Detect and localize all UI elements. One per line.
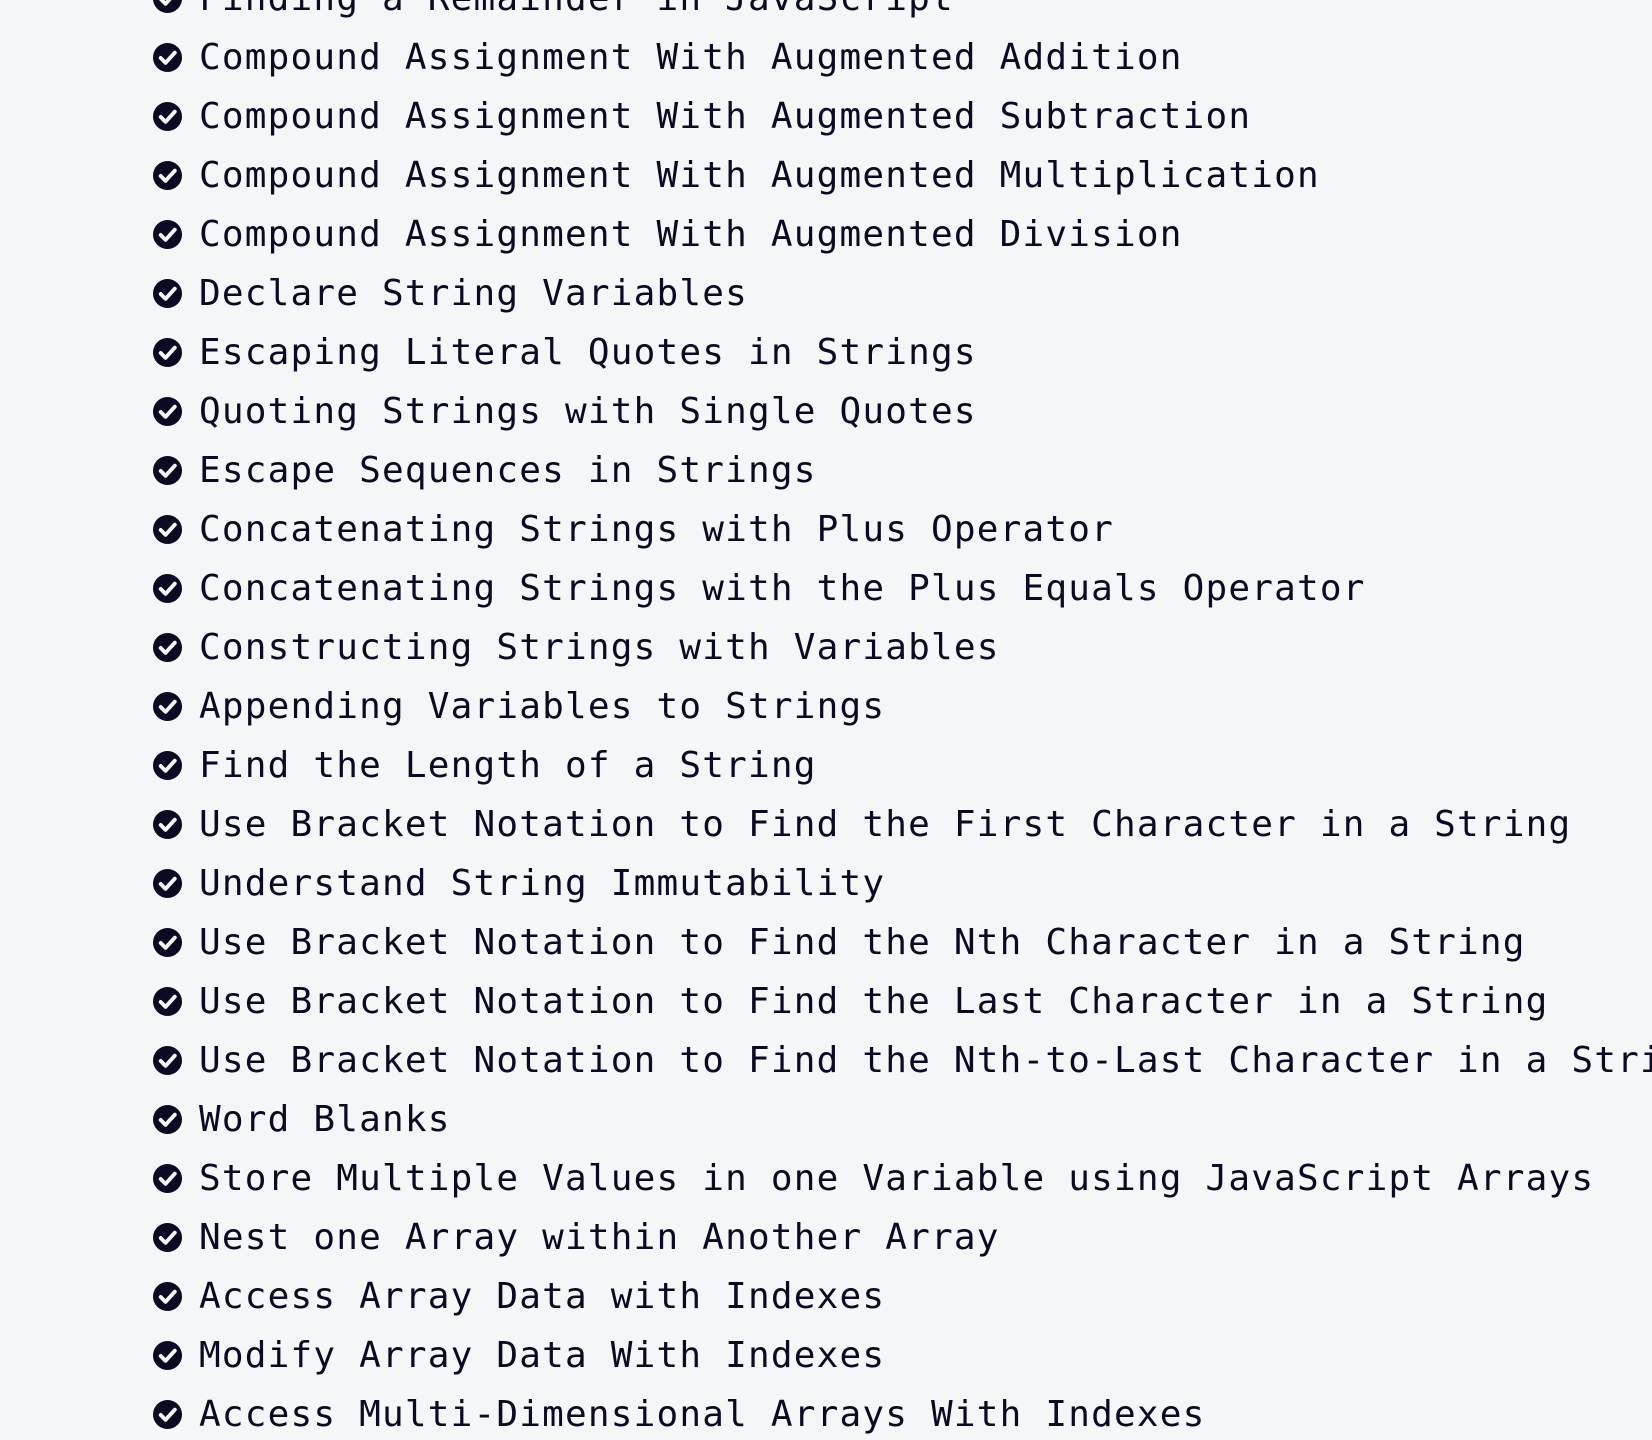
challenge-link[interactable]: Modify Array Data With Indexes	[199, 1335, 886, 1376]
challenge-item[interactable]: Escape Sequences in Strings	[150, 441, 1652, 500]
check-circle-icon	[150, 1221, 184, 1255]
challenge-item[interactable]: Understand String Immutability	[150, 854, 1652, 913]
challenge-item[interactable]: Use Bracket Notation to Find the Nth-to-…	[150, 1031, 1652, 1090]
challenge-link[interactable]: Store Multiple Values in one Variable us…	[199, 1158, 1595, 1199]
challenge-link[interactable]: Constructing Strings with Variables	[199, 627, 1000, 668]
check-circle-icon	[150, 277, 184, 311]
challenge-item[interactable]: Store Multiple Values in one Variable us…	[150, 1149, 1652, 1208]
challenge-link[interactable]: Compound Assignment With Augmented Multi…	[199, 155, 1320, 196]
check-circle-icon	[150, 808, 184, 842]
challenge-item[interactable]: Finding a Remainder in JavaScript	[150, 0, 1652, 28]
challenge-link[interactable]: Concatenating Strings with Plus Operator	[199, 509, 1114, 550]
check-circle-icon	[150, 1103, 184, 1137]
check-circle-icon	[150, 690, 184, 724]
challenge-item[interactable]: Nest one Array within Another Array	[150, 1208, 1652, 1267]
challenge-link[interactable]: Find the Length of a String	[199, 745, 817, 786]
challenge-item[interactable]: Concatenating Strings with Plus Operator	[150, 500, 1652, 559]
challenge-item[interactable]: Constructing Strings with Variables	[150, 618, 1652, 677]
challenge-link[interactable]: Finding a Remainder in JavaScript	[199, 0, 954, 28]
check-circle-icon	[150, 1162, 184, 1196]
challenge-item[interactable]: Concatenating Strings with the Plus Equa…	[150, 559, 1652, 618]
check-circle-icon	[150, 572, 184, 606]
challenge-link[interactable]: Quoting Strings with Single Quotes	[199, 391, 977, 432]
check-circle-icon	[150, 218, 184, 252]
challenge-link[interactable]: Use Bracket Notation to Find the Nth Cha…	[199, 922, 1526, 963]
check-circle-icon	[150, 513, 184, 547]
challenge-link[interactable]: Word Blanks	[199, 1099, 451, 1140]
challenge-item[interactable]: Modify Array Data With Indexes	[150, 1326, 1652, 1385]
challenge-item[interactable]: Appending Variables to Strings	[150, 677, 1652, 736]
challenge-link[interactable]: Access Multi-Dimensional Arrays With Ind…	[199, 1394, 1206, 1435]
check-circle-icon	[150, 1280, 184, 1314]
challenge-item[interactable]: Word Blanks	[150, 1090, 1652, 1149]
check-circle-icon	[150, 336, 184, 370]
challenge-link[interactable]: Access Array Data with Indexes	[199, 1276, 886, 1317]
check-circle-icon	[150, 0, 184, 16]
check-circle-icon	[150, 1398, 184, 1432]
check-circle-icon	[150, 749, 184, 783]
challenge-item[interactable]: Escaping Literal Quotes in Strings	[150, 323, 1652, 382]
challenge-item[interactable]: Quoting Strings with Single Quotes	[150, 382, 1652, 441]
challenge-link[interactable]: Escape Sequences in Strings	[199, 450, 817, 491]
check-circle-icon	[150, 926, 184, 960]
challenge-item[interactable]: Access Array Data with Indexes	[150, 1267, 1652, 1326]
challenge-item[interactable]: Declare String Variables	[150, 264, 1652, 323]
challenge-link[interactable]: Use Bracket Notation to Find the Nth-to-…	[199, 1040, 1652, 1081]
challenge-item[interactable]: Compound Assignment With Augmented Divis…	[150, 205, 1652, 264]
check-circle-icon	[150, 41, 184, 75]
check-circle-icon	[150, 100, 184, 134]
check-circle-icon	[150, 1044, 184, 1078]
challenge-item[interactable]: Compound Assignment With Augmented Subtr…	[150, 87, 1652, 146]
check-circle-icon	[150, 867, 184, 901]
challenge-item[interactable]: Compound Assignment With Augmented Addit…	[150, 28, 1652, 87]
challenge-item[interactable]: Use Bracket Notation to Find the Nth Cha…	[150, 913, 1652, 972]
challenge-item[interactable]: Compound Assignment With Augmented Multi…	[150, 146, 1652, 205]
challenge-link[interactable]: Compound Assignment With Augmented Divis…	[199, 214, 1183, 255]
check-circle-icon	[150, 159, 184, 193]
challenge-link[interactable]: Escaping Literal Quotes in Strings	[199, 332, 977, 373]
challenge-link[interactable]: Use Bracket Notation to Find the First C…	[199, 804, 1572, 845]
challenge-item[interactable]: Find the Length of a String	[150, 736, 1652, 795]
check-circle-icon	[150, 1339, 184, 1373]
challenge-link[interactable]: Use Bracket Notation to Find the Last Ch…	[199, 981, 1549, 1022]
check-circle-icon	[150, 395, 184, 429]
challenge-link[interactable]: Declare String Variables	[199, 273, 748, 314]
challenge-item[interactable]: Use Bracket Notation to Find the Last Ch…	[150, 972, 1652, 1031]
check-circle-icon	[150, 985, 184, 1019]
challenge-link[interactable]: Compound Assignment With Augmented Subtr…	[199, 96, 1252, 137]
challenge-link[interactable]: Concatenating Strings with the Plus Equa…	[199, 568, 1366, 609]
challenge-item[interactable]: Access Multi-Dimensional Arrays With Ind…	[150, 1385, 1652, 1440]
challenge-item[interactable]: Use Bracket Notation to Find the First C…	[150, 795, 1652, 854]
challenge-link[interactable]: Understand String Immutability	[199, 863, 886, 904]
check-circle-icon	[150, 454, 184, 488]
challenge-link[interactable]: Compound Assignment With Augmented Addit…	[199, 37, 1183, 78]
challenge-link[interactable]: Appending Variables to Strings	[199, 686, 886, 727]
check-circle-icon	[150, 631, 184, 665]
challenge-list: Finding a Remainder in JavaScriptCompoun…	[150, 0, 1652, 1440]
challenge-link[interactable]: Nest one Array within Another Array	[199, 1217, 1000, 1258]
